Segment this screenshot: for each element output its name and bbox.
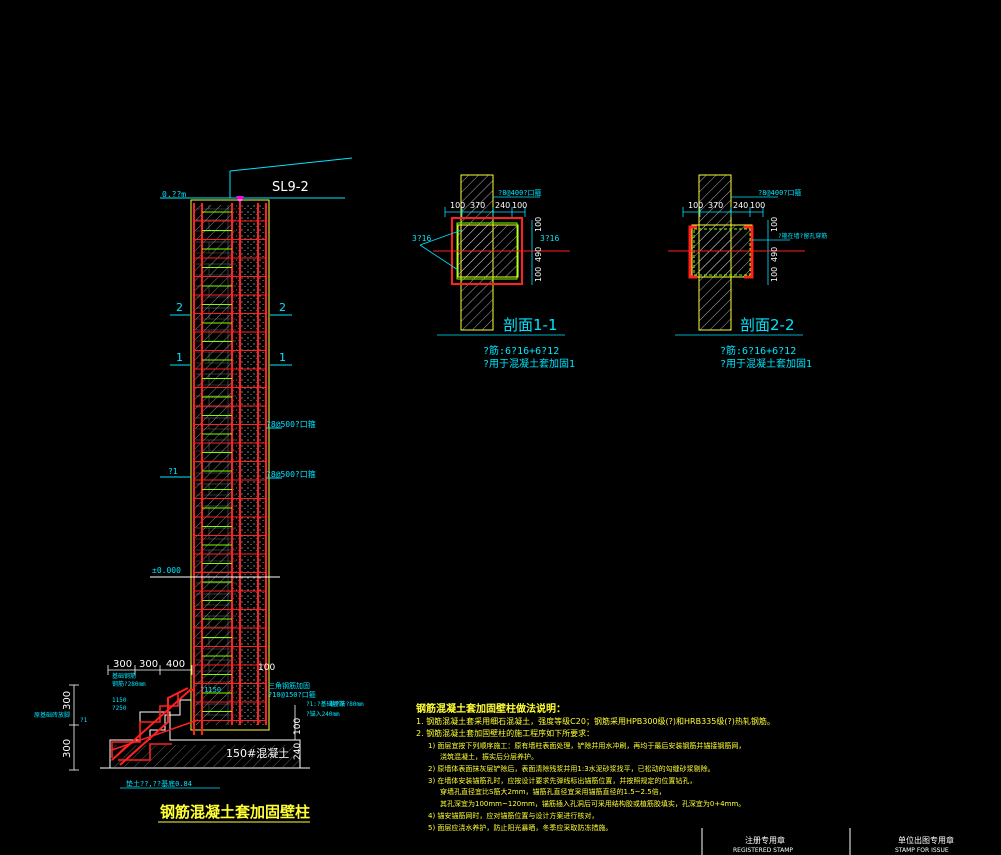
dim-v300-a: 300	[62, 691, 73, 710]
beam-leader	[160, 157, 353, 204]
issue-stamp-en: STAMP FOR ISSUE	[895, 847, 949, 854]
elevation-drawing: SL9-2 0.??m 2 2 1 1	[34, 157, 364, 823]
dim-v300-b: 300	[62, 739, 73, 758]
rebar-note-lower: ?8@500?口箍	[266, 469, 316, 479]
notes-line-6: 3) 在墙体安装锚筋孔时，应按设计要求先弹线标出锚筋位置，并按照规定的位置钻孔，	[428, 776, 696, 785]
section2-dim-a: 100	[688, 201, 703, 210]
dim-v240: 240	[293, 743, 303, 760]
base-note-c: ?1150	[200, 686, 221, 694]
left-note-e: ?1	[80, 717, 88, 724]
notes-line-7: 穿墙孔直径宜比S筋大2mm，锚筋孔直径宜采用锚筋直径的1.5~2.5倍，	[440, 787, 666, 796]
section2-dim-c: 240	[733, 201, 748, 210]
notes-heading: 钢筋混凝土套加固壁柱做法说明：	[416, 702, 566, 715]
left-note-a: 基础钢筋	[112, 672, 136, 680]
issue-stamp-cn: 单位出图专用章	[898, 835, 954, 845]
notes-line-1: 1. 钢筋混凝土套采用细石混凝土，强度等级C20；钢筋采用HPB300级(?)和…	[416, 716, 775, 726]
section1-right-bar: 3?16	[540, 234, 559, 243]
notes-line-5: 2) 原墙体表面抹灰层铲除后，表面清除残浆并用1:3水泥砂浆找平，已松动的勾缝砂…	[428, 764, 715, 773]
section-mark-2-left: 2	[176, 301, 183, 314]
section1-left-note: 3?16	[412, 234, 431, 243]
section2-side-note: ?箍在墙?留孔穿筋	[778, 232, 827, 240]
section1-vdim-b: 490	[534, 247, 543, 262]
section1-right-note: ?8@400?口箍	[498, 188, 542, 197]
base-note-b: ?10@150?口箍	[268, 690, 316, 699]
section1-vdim-a: 100	[534, 217, 543, 232]
section2-vdim-c: 100	[770, 267, 779, 282]
rebar-note-upper: ?8@500?口箍	[266, 419, 316, 429]
main-title: 钢筋混凝土套加固壁柱	[160, 803, 310, 821]
notes-line-9: 4) 锚安锚筋网时，应对锚筋位置与设计方案进行核对，	[428, 811, 598, 820]
section-2-2: 100 370 240 100 ?8@400?口箍 ?箍在墙?留孔穿筋 100 …	[668, 174, 827, 370]
left-note-d: ?250	[112, 705, 127, 712]
dim-v100: 100	[293, 718, 303, 735]
notes-line-8: 其孔深宜为100mm~120mm，锚筋插入孔洞后可采用结构胶或植筋胶填实，孔深宜…	[440, 799, 745, 808]
section2-caption-2: ?用于混凝土套加固1	[720, 357, 812, 370]
section1-caption-1: ?筋:6?16+6?12	[483, 344, 559, 357]
section2-vdim-a: 100	[770, 217, 779, 232]
notes-line-2: 2. 钢筋混凝土套加固壁柱的施工程序如下所要求：	[416, 728, 594, 738]
section1-title: 剖面1-1	[503, 316, 558, 334]
section2-dim-d: 100	[750, 201, 765, 210]
section2-title: 剖面2-2	[740, 316, 795, 334]
base-note-e: 植?筋?80mm	[330, 700, 364, 708]
section2-vdim-b: 490	[770, 247, 779, 262]
base-note-f: ?锚入240mm	[306, 710, 340, 718]
section1-dim-a: 100	[450, 201, 465, 210]
top-level-mark: 0.??m	[162, 190, 186, 199]
base-dimensions	[69, 665, 296, 771]
registered-stamp-en: REGISTERED STAMP	[733, 847, 793, 854]
section-mark-2-right: 2	[279, 301, 286, 314]
dim-300-a: 300	[113, 659, 132, 670]
notes-line-4: 浇筑混凝土，振实后分层养护。	[440, 752, 538, 761]
notes-line-3: 1) 面层宜按下列顺序施工：原有墙柱表面处理，铲除并用水冲刷，再均于最后安装钢筋…	[428, 741, 745, 750]
base-note-a: 三角钢筋加固	[268, 681, 310, 690]
section1-dim-d: 100	[512, 201, 527, 210]
dim-400: 400	[166, 659, 185, 670]
column-outline	[190, 199, 270, 731]
section1-dim-c: 240	[495, 201, 510, 210]
base-note-d: ?1:?基础埋深	[306, 700, 344, 708]
dim-100: 100	[258, 663, 275, 673]
bottom-note: 垫土??,??基底0.84	[126, 779, 192, 788]
section-mark-1-left: 1	[176, 351, 183, 364]
construction-notes: 钢筋混凝土套加固壁柱做法说明： 1. 钢筋混凝土套采用细石混凝土，强度等级C20…	[416, 702, 775, 832]
stirrups-group	[194, 211, 266, 721]
foundation-label: 150#混凝土	[226, 746, 289, 760]
section-1-1: 100 370 240 100 ?8@400?口箍 3?16 3?16 100 …	[412, 174, 575, 370]
section-mark-1-right: 1	[279, 351, 286, 364]
section2-dim-b: 370	[708, 201, 723, 210]
level-zero-mark: ±0.000	[152, 566, 181, 575]
section1-vdim-c: 100	[534, 267, 543, 282]
dim-300-b: 300	[139, 659, 158, 670]
section2-caption-1: ?筋:6?16+6?12	[720, 344, 796, 357]
foundation	[100, 687, 310, 769]
beam-label: SL9-2	[272, 180, 309, 195]
left-note-b: 钢筋?280mm	[112, 680, 146, 688]
registered-stamp-cn: 注册专用章	[745, 835, 785, 845]
left-note-f: 原基础砖放脚	[34, 711, 70, 719]
section1-caption-2: ?用于混凝土套加固1	[483, 357, 575, 370]
section1-dim-b: 370	[470, 201, 485, 210]
title-block: 注册专用章 REGISTERED STAMP 单位出图专用章 STAMP FOR…	[701, 828, 954, 855]
notes-line-10: 5) 面层应浇水养护，防止阳光暴晒，冬季应采取防冻措施。	[428, 823, 612, 832]
section2-right-note: ?8@400?口箍	[758, 188, 802, 197]
section-cut-lines	[170, 314, 292, 366]
left-note-c: 1150	[112, 697, 127, 704]
side-note: ?1	[168, 467, 178, 476]
